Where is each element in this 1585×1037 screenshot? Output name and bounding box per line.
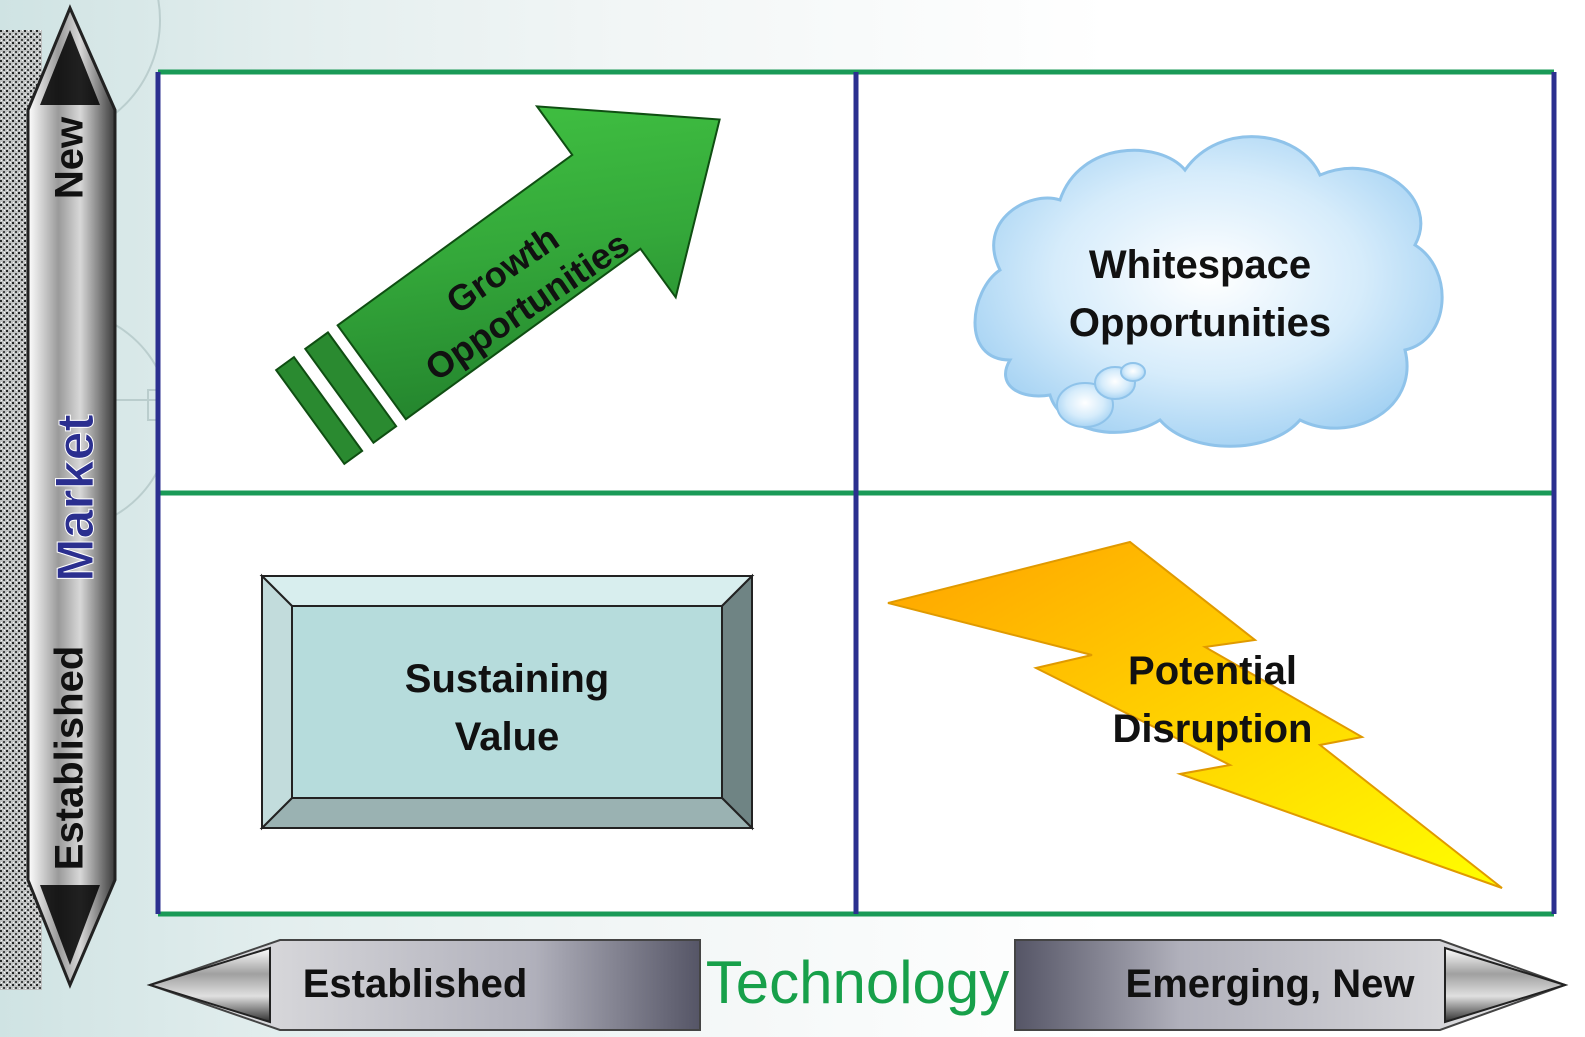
technology-axis-arrow-left — [146, 939, 701, 1031]
sustaining-value-box — [259, 573, 755, 831]
technology-axis-arrow-right — [1014, 939, 1569, 1031]
whitespace-cloud — [973, 135, 1444, 448]
sustaining-value-label: Sustaining Value — [362, 650, 652, 766]
technology-axis-title: Technology — [705, 949, 1010, 1016]
potential-disruption-label: Potential Disruption — [1070, 642, 1355, 758]
whitespace-label-line1: Whitespace — [1088, 243, 1312, 287]
sustaining-label-line2: Value — [454, 715, 560, 759]
growth-arrow — [274, 105, 721, 466]
whitespace-label-line2: Opportunities — [1068, 301, 1332, 345]
technology-emerging-label: Emerging, New — [1125, 962, 1415, 1006]
disruption-bolt — [887, 540, 1503, 889]
sustaining-label-line1: Sustaining — [404, 657, 610, 701]
whitespace-opportunities-label: Whitespace Opportunities — [1040, 236, 1360, 352]
market-axis-title: Market — [47, 414, 105, 582]
technology-established-label: Established — [302, 962, 528, 1006]
disruption-label-line1: Potential — [1128, 649, 1297, 693]
disruption-label-line2: Disruption — [1112, 707, 1313, 751]
market-axis-arrow — [0, 4, 117, 990]
